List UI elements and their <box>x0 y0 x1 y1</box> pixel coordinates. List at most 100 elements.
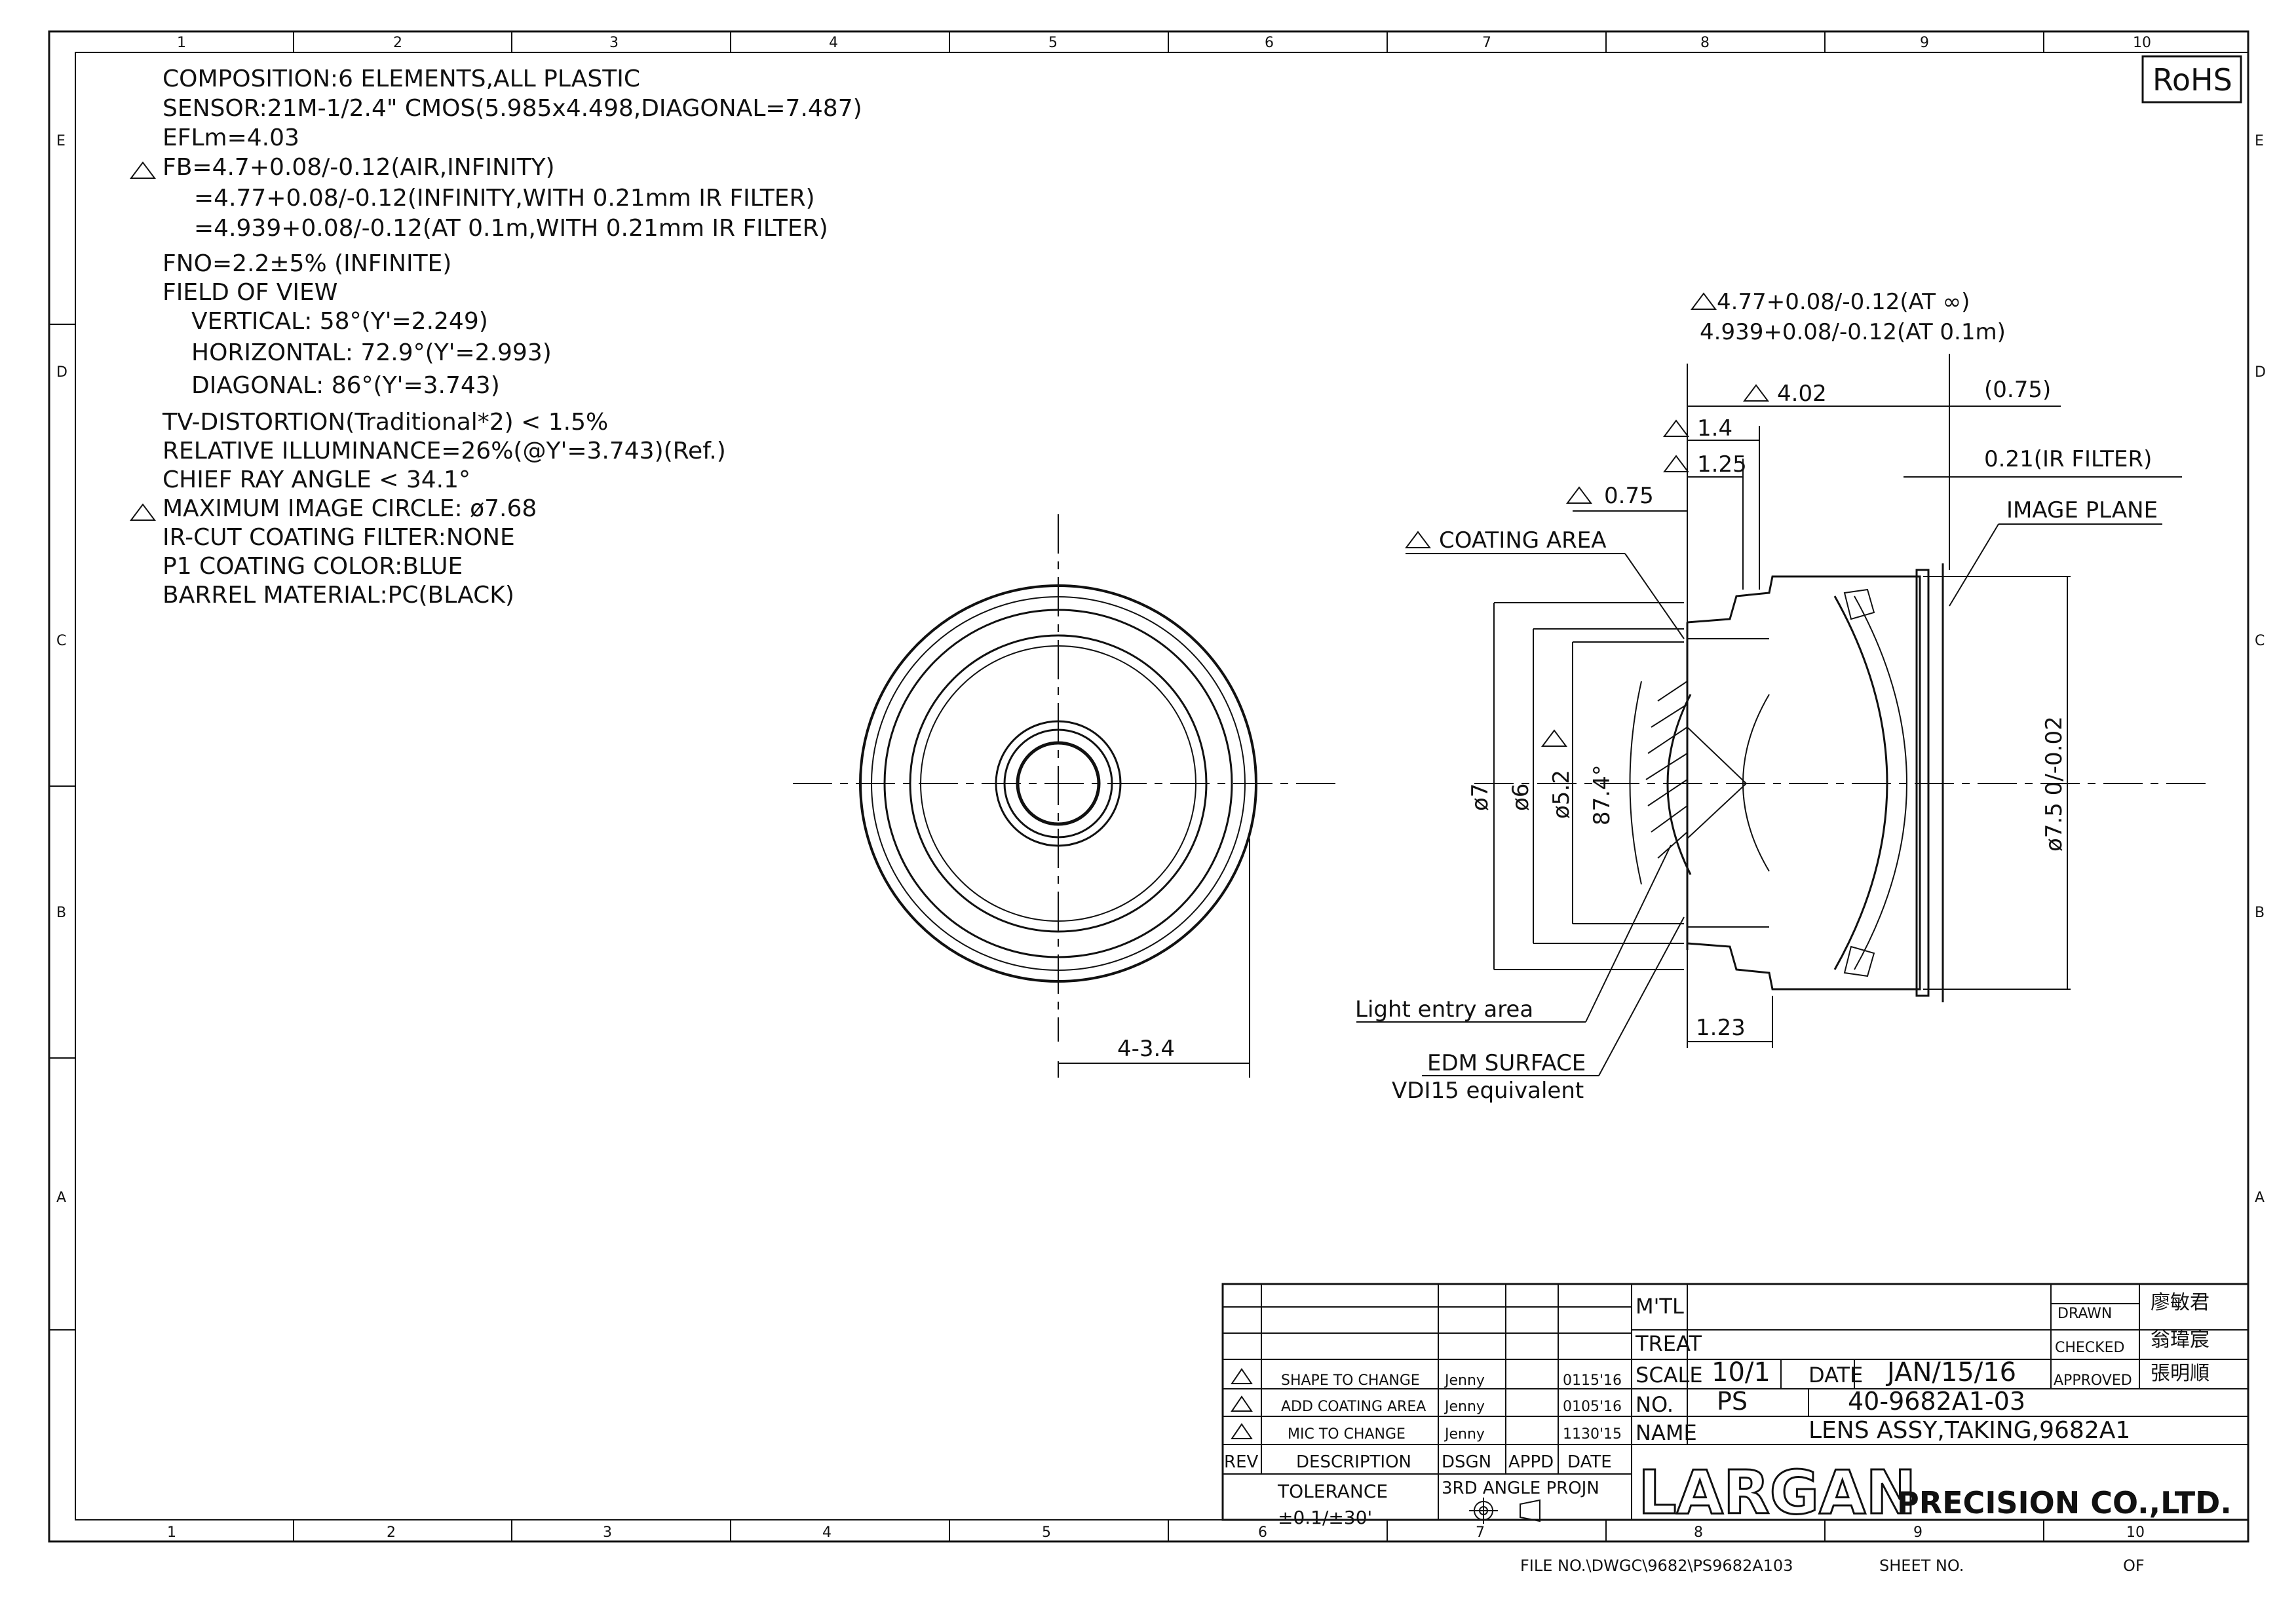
spec-chief-ray: CHIEF RAY ANGLE < 34.1° <box>163 466 470 493</box>
tb-of: OF <box>2123 1557 2145 1575</box>
spec-sensor: SENSOR:21M-1/2.4" CMOS(5.985x4.498,DIAGO… <box>163 95 862 122</box>
side-view <box>1356 354 2208 1076</box>
image-plane-label: IMAGE PLANE <box>2006 497 2158 523</box>
rev-dsgn: Jenny <box>1444 1426 1485 1443</box>
dim-4-3-4: 4-3.4 <box>1117 1036 1175 1062</box>
dim-angle-87-4: 87.4° <box>1589 765 1615 825</box>
dim-dia-7: ø7 <box>1467 784 1493 811</box>
dim-0-75: 0.75 <box>1604 483 1654 509</box>
company-name: PRECISION CO.,LTD. <box>1897 1485 2232 1520</box>
tb-tolerance-value: ±0.1/±30' <box>1278 1507 1372 1528</box>
spec-ircut: IR-CUT COATING FILTER:NONE <box>163 524 515 551</box>
rev-triangle-icon <box>1541 729 1567 747</box>
zone-col-label: 2 <box>393 35 402 51</box>
zone-col-label: 10 <box>2126 1524 2145 1541</box>
zone-col-label: 7 <box>1476 1524 1485 1541</box>
tb-date-label: DATE <box>1808 1363 1863 1388</box>
zone-row-label: D <box>2255 364 2266 381</box>
title-block <box>1221 1283 2249 1521</box>
spec-p1-coating: P1 COATING COLOR:BLUE <box>163 553 463 580</box>
side-rev-triangles <box>1405 292 1769 747</box>
light-entry-label: Light entry area <box>1355 996 1533 1023</box>
zone-col-label: 4 <box>829 35 838 51</box>
zone-col-label: 5 <box>1048 35 1058 51</box>
zone-col-label: 2 <box>387 1524 396 1541</box>
coating-area-label: COATING AREA <box>1439 527 1607 554</box>
rev-date: 1130'15 <box>1563 1426 1622 1443</box>
zone-col-label: 6 <box>1258 1524 1267 1541</box>
rev-desc: MIC TO CHANGE <box>1288 1426 1406 1443</box>
rev-triangle-icon <box>130 161 156 179</box>
rev-date: 0115'16 <box>1563 1372 1622 1389</box>
dim-1-25: 1.25 <box>1697 451 1747 478</box>
rev-triangle-icon <box>1231 1423 1253 1439</box>
zone-col-label: 8 <box>1700 35 1710 51</box>
tb-name-label: NAME <box>1636 1420 1697 1445</box>
rev-triangle-icon <box>1231 1395 1253 1412</box>
zone-col-label: 8 <box>1694 1524 1703 1541</box>
tb-mtl-label: M'TL <box>1636 1294 1684 1319</box>
dim-1-23: 1.23 <box>1696 1015 1746 1041</box>
rev-triangle-icon <box>1663 419 1689 437</box>
zone-row-label: E <box>2255 133 2264 149</box>
zone-row-label: D <box>56 364 67 381</box>
dim-ir-filter: 0.21(IR FILTER) <box>1984 446 2152 472</box>
spec-fb2: =4.77+0.08/-0.12(INFINITY,WITH 0.21mm IR… <box>194 185 815 212</box>
zone-row-label: C <box>2255 633 2265 649</box>
rev-desc: SHAPE TO CHANGE <box>1281 1372 1420 1389</box>
dim-fb-near: 4.939+0.08/-0.12(AT 0.1m) <box>1700 319 2006 345</box>
dim-4-02: 4.02 <box>1777 381 1827 407</box>
tb-drawn-label: DRAWN <box>2057 1306 2112 1322</box>
rev-date: 0105'16 <box>1563 1399 1622 1415</box>
spec-efl: EFLm=4.03 <box>163 124 299 151</box>
dim-dia-7-5: ø7.5 0/-0.02 <box>2041 716 2067 852</box>
rohs-label: RoHS <box>2152 62 2232 98</box>
rev-triangle-icon <box>1691 292 1717 310</box>
tb-hdr-dsgn: DSGN <box>1442 1452 1491 1472</box>
zone-col-label: 9 <box>1920 35 1929 51</box>
zone-col-label: 3 <box>603 1524 612 1541</box>
zone-col-label: 3 <box>609 35 619 51</box>
zone-col-label: 1 <box>167 1524 176 1541</box>
tb-checked-label: CHECKED <box>2055 1340 2124 1356</box>
tb-no-prefix: PS <box>1717 1387 1748 1416</box>
rev-dsgn: Jenny <box>1444 1399 1485 1415</box>
tb-file-number: FILE NO.\DWGC\9682\PS9682A103 <box>1520 1557 1793 1575</box>
rev-dsgn: Jenny <box>1444 1372 1485 1389</box>
rev-triangle-icon <box>130 503 156 521</box>
tb-drawing-number: 40-9682A1-03 <box>1848 1387 2025 1416</box>
zone-col-label: 1 <box>177 35 186 51</box>
zone-row-label: B <box>2255 905 2265 921</box>
rev-triangle-icon <box>1743 384 1769 402</box>
spec-illuminance: RELATIVE ILLUMINANCE=26%(@Y'=3.743)(Ref.… <box>163 438 726 464</box>
projection-symbol-icon <box>1469 1498 1540 1524</box>
rev-triangle-icon <box>1405 531 1431 548</box>
zone-col-label: 4 <box>822 1524 832 1541</box>
tb-scale-label: SCALE <box>1636 1363 1703 1388</box>
tb-projection-label: 3RD ANGLE PROJN <box>1442 1479 1599 1498</box>
spec-notes: COMPOSITION:6 ELEMENTS,ALL PLASTIC SENSO… <box>130 66 862 609</box>
spec-composition: COMPOSITION:6 ELEMENTS,ALL PLASTIC <box>163 66 640 92</box>
zone-row-label: C <box>56 633 66 649</box>
zone-col-label: 7 <box>1482 35 1491 51</box>
title-block-text: M'TL TREAT SCALE 10/1 DATE JAN/15/16 NO.… <box>1224 1291 2232 1575</box>
zone-labels-bottom: 1 2 3 4 5 6 7 8 9 10 <box>167 1524 2145 1541</box>
tb-approved-label: APPROVED <box>2054 1372 2132 1389</box>
spec-fov: FIELD OF VIEW <box>163 279 337 306</box>
tb-hdr-appd: APPD <box>1508 1452 1554 1472</box>
tb-sig-drawn: 廖敏君 <box>2151 1291 2210 1314</box>
largan-logo: LARGAN <box>1638 1458 1916 1528</box>
front-view <box>793 514 1337 1078</box>
dim-fb-infinity: 4.77+0.08/-0.12(AT ∞) <box>1717 289 1970 315</box>
spec-fb3: =4.939+0.08/-0.12(AT 0.1m,WITH 0.21mm IR… <box>194 215 828 242</box>
tb-hdr-date: DATE <box>1567 1452 1612 1472</box>
tb-sheet-no: SHEET NO. <box>1879 1557 1964 1575</box>
zone-col-label: 10 <box>2133 35 2151 51</box>
zone-row-label: A <box>56 1190 66 1206</box>
side-view-labels: 4.77+0.08/-0.12(AT ∞) 4.939+0.08/-0.12(A… <box>1355 289 2158 1104</box>
tb-hdr-desc: DESCRIPTION <box>1296 1452 1411 1472</box>
zone-ticks <box>49 31 2044 1541</box>
spec-horizontal: HORIZONTAL: 72.9°(Y'=2.993) <box>191 339 552 366</box>
tb-date-value: JAN/15/16 <box>1885 1357 2016 1388</box>
